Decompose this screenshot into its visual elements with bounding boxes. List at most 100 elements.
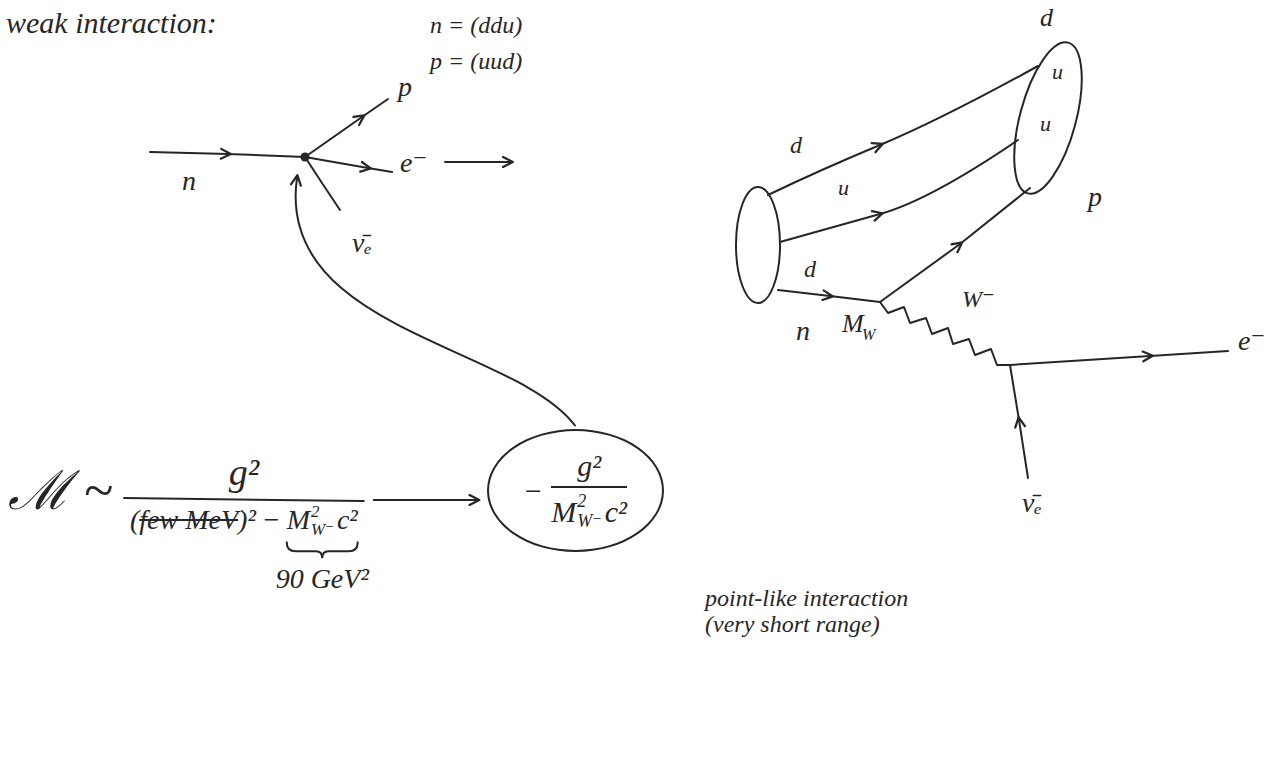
script-stack: 2W⁻ (311, 503, 334, 538)
label-slot: n = (ddu) (430, 12, 522, 38)
label-slot: M (287, 505, 310, 536)
quark-line (768, 66, 1038, 195)
label-slot: p (398, 72, 412, 103)
particle-label: ν̄ₑ (1022, 488, 1042, 519)
label-slot: 90 GeV² (276, 564, 369, 595)
fraction: g²M2W⁻c² (551, 449, 627, 532)
quark-label: d (804, 256, 816, 282)
label-slot: u (838, 176, 849, 200)
leader-arrow (296, 178, 575, 426)
formula-term: M (287, 505, 310, 536)
particle-label: p (1088, 182, 1102, 213)
formula-numerator: g² (229, 452, 259, 494)
label-slot: u (1052, 60, 1063, 84)
label-slot: W⁻ (962, 286, 995, 312)
formula-term: W⁻ (577, 512, 602, 532)
label-slot: u (1040, 112, 1051, 136)
particle-label: e⁻ (400, 148, 427, 179)
underbrace (287, 542, 358, 558)
electron-line (1010, 351, 1228, 365)
formula-term: c² (337, 505, 358, 536)
quark-label: d (790, 132, 802, 158)
formula-term: ( (130, 505, 139, 536)
energy-note: 90 GeV² (276, 564, 369, 595)
quark-line (880, 188, 1030, 302)
quark-label: d (1040, 4, 1053, 33)
particle-label: e⁻ (1238, 326, 1265, 357)
numerator-slot: g² (577, 449, 601, 482)
antineutrino-line (1010, 365, 1028, 478)
formula-term: M (551, 495, 576, 528)
label-slot: W (862, 326, 875, 344)
sign-slot: − (523, 474, 543, 507)
label-slot: d (804, 256, 816, 282)
label-slot: n (796, 316, 810, 347)
amplitude-symbol: ℳ ~ (8, 462, 113, 521)
formula-term: − (262, 505, 281, 536)
label-slot: )² (238, 505, 256, 536)
annotation: point-like interaction (very short range… (705, 585, 935, 638)
label-slot: p = (uud) (430, 48, 522, 74)
neutron-line (150, 152, 305, 157)
neutron-bag (736, 187, 780, 303)
particle-label: n (182, 166, 196, 197)
particle-label: ν̄ₑ (352, 228, 372, 259)
mass-label: M (842, 310, 864, 339)
label-slot: p (1088, 182, 1102, 213)
label-slot: W⁻ (311, 521, 334, 539)
label-slot: ν̄ₑ (352, 228, 372, 259)
label-slot: ℳ ~ (8, 462, 113, 521)
quark-content: n = (ddu) (430, 12, 522, 38)
label-slot: 2 (311, 503, 334, 521)
label-slot: ( (130, 505, 139, 536)
formula-term: g² (577, 449, 601, 482)
quark-line (778, 290, 880, 302)
label-slot: e⁻ (400, 148, 427, 179)
label-slot: d (790, 132, 802, 158)
proton-line (305, 99, 388, 157)
label-slot: d (1040, 4, 1053, 33)
transition-arrow (374, 499, 477, 501)
fraction-bar (551, 486, 627, 488)
formula-term: − (523, 474, 543, 507)
particle-label: p (398, 72, 412, 103)
formula-row: (few MeV)²−M2W⁻c² (130, 503, 358, 538)
quark-label: u (1052, 60, 1063, 84)
denominator-slot: M2W⁻c² (551, 492, 627, 532)
formula-superscript: 2 (311, 503, 334, 521)
fraction-bar (124, 498, 364, 501)
label-slot: point-like interaction (very short range… (705, 585, 935, 638)
vertex-dot (301, 153, 310, 162)
proton-bag (1001, 35, 1095, 200)
label-slot: M (842, 310, 864, 339)
label-slot: e⁻ (1238, 326, 1265, 357)
page-title: weak interaction: (6, 6, 217, 39)
circled-formula: −g²M2W⁻c² (487, 429, 664, 552)
title-slot: weak interaction: (6, 6, 217, 39)
label-slot: ν̄ₑ (1022, 488, 1042, 519)
script-stack: 2W⁻ (577, 492, 602, 532)
antineutrino-line (305, 157, 340, 210)
quark-label: u (838, 176, 849, 200)
boson-label: W⁻ (962, 286, 995, 312)
formula-layout: −g²M2W⁻c² (523, 449, 627, 532)
formula-term: few MeV (139, 505, 238, 536)
label-slot: c² (337, 505, 358, 536)
quark-content: p = (uud) (430, 48, 522, 74)
label-slot: n (182, 166, 196, 197)
formula-term: c² (605, 495, 627, 528)
label-slot: − (262, 505, 281, 536)
quark-label: u (1040, 112, 1051, 136)
formula-term: )² (238, 505, 256, 536)
mass-subscript: W (862, 326, 875, 344)
label-slot: g² (229, 452, 259, 494)
particle-label: n (796, 316, 810, 347)
formula-subscript: W⁻ (311, 521, 334, 539)
formula-term: 2 (577, 492, 602, 512)
transition-arrow (445, 161, 510, 163)
label-slot: few MeV (139, 505, 238, 536)
electron-line (305, 157, 392, 172)
